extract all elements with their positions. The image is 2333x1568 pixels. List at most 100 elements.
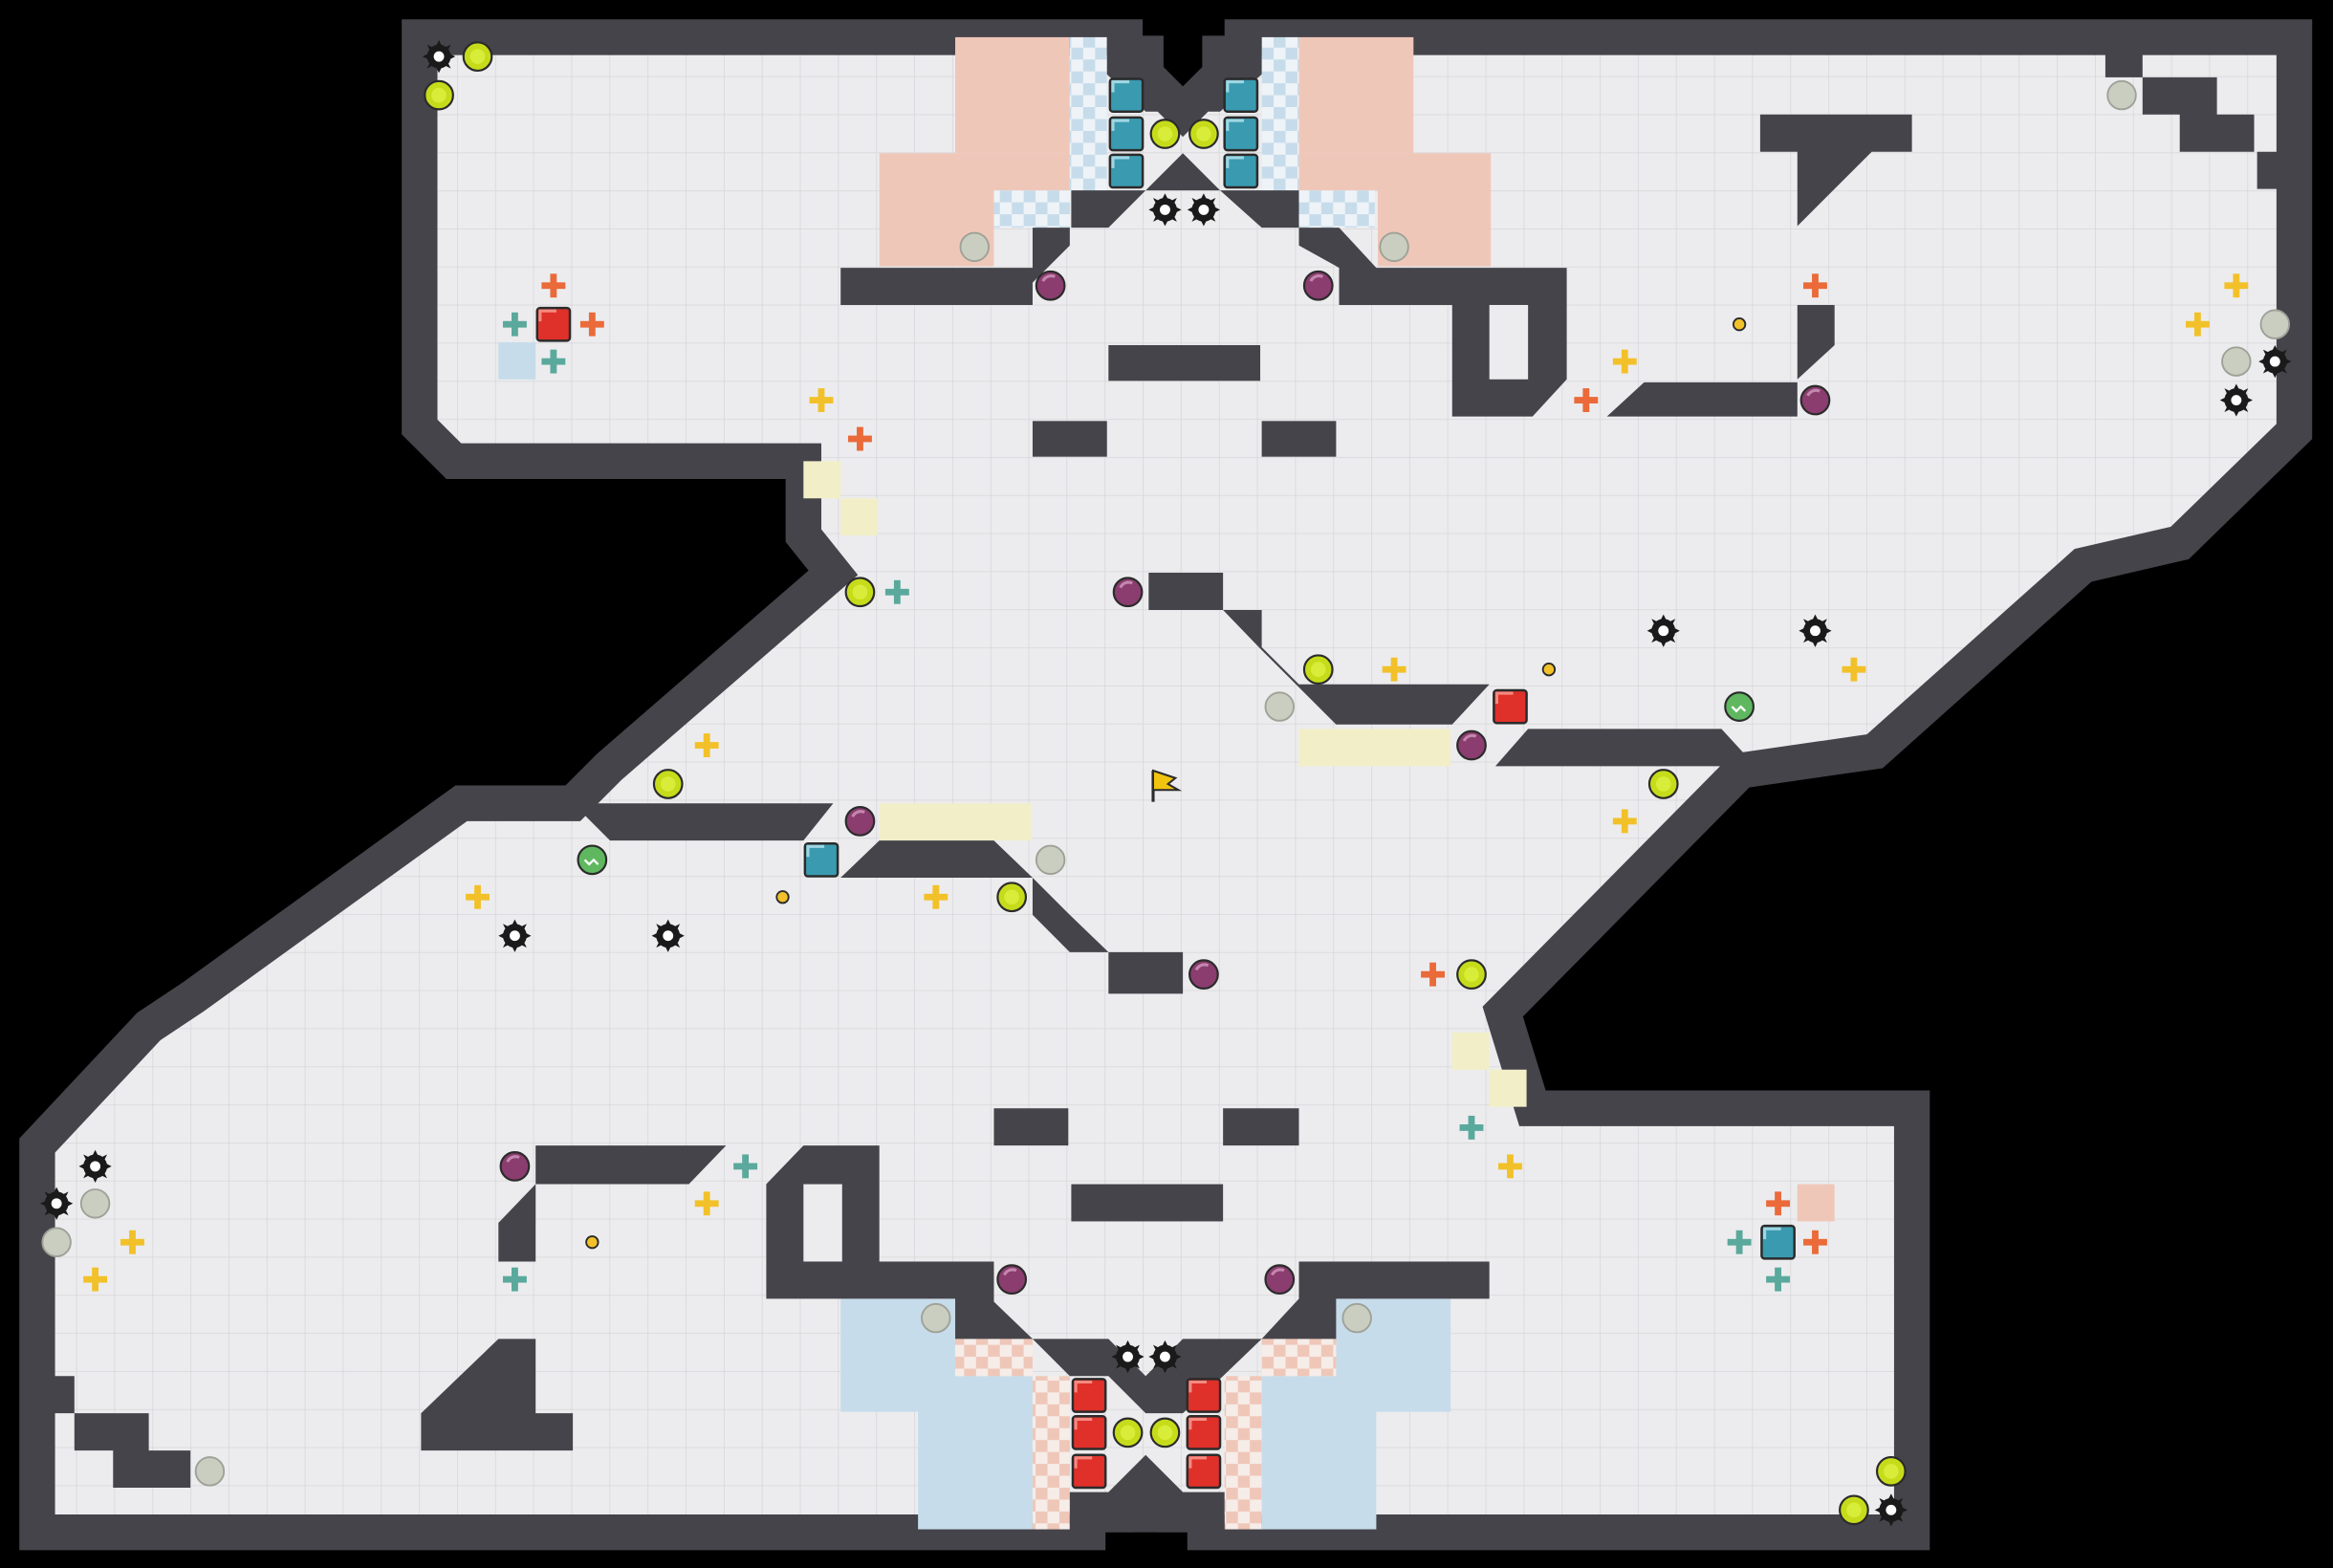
red-team-tile-icon [1186,1377,1222,1414]
mine-dot-icon[interactable] [1541,663,1557,677]
inactive-boost-icon [1341,1302,1372,1334]
wall-mid-right-ramp [1494,729,1756,767]
powerup-icon[interactable] [577,844,608,876]
bomb-icon[interactable] [499,1150,531,1183]
inner-walls [36,36,2295,1533]
spike-icon [1148,1339,1182,1374]
bomb-icon[interactable] [1035,270,1066,302]
spike-icon [651,919,685,952]
boost-icon[interactable] [462,41,493,72]
wall-right-ramp [1606,304,1835,417]
boost-icon[interactable] [1112,1417,1144,1448]
blue-zone [1261,1376,1377,1530]
spike-icon [422,40,456,74]
boost-icon[interactable] [1456,959,1487,991]
bomb-icon[interactable] [1112,576,1144,608]
wall-top-center [1071,153,1299,229]
red-team-tile-icon [1071,1414,1107,1451]
bottom-gap [1105,1532,1188,1568]
spike-icon [2258,344,2292,379]
spike-icon [2219,383,2253,417]
wall-top-right-t [1759,114,1912,227]
boost-icon[interactable] [996,882,1028,913]
boost-icon[interactable] [1302,654,1334,686]
neutral-zone [1451,1032,1490,1070]
inactive-boost-icon [921,1302,951,1334]
blue-team-tile-icon [1223,116,1259,152]
red-zone [1298,153,1378,191]
spike-icon [1874,1493,1908,1527]
wall-bottom-bar [1071,1184,1224,1222]
red-zone [1298,36,1414,154]
boost-icon[interactable] [424,79,454,111]
boost-icon[interactable] [1149,1417,1181,1448]
spike-icon [498,919,532,952]
inactive-boost-icon [2221,346,2252,377]
boost-icon[interactable] [1875,1455,1907,1487]
blue-zone [498,341,536,380]
wall-bottom-left-hook-inner [803,1184,842,1262]
powerup-icon[interactable] [1724,691,1755,723]
red-zone [1797,1184,1835,1222]
checker-zone [1032,1376,1070,1530]
bomb-icon[interactable] [1302,270,1335,302]
wall-bottom-center [1032,1339,1262,1414]
red-team-tile-icon [1071,1377,1107,1414]
neutral-zone [840,498,879,536]
neutral-zone [803,461,841,499]
blue-team-tile-icon [1223,153,1259,189]
checker-zone [1261,1339,1337,1377]
wall-bottom-left-ramp [535,1145,727,1185]
bomb-icon[interactable] [1263,1263,1296,1296]
boost-icon[interactable] [1647,769,1679,799]
wall-bottom-block-left [993,1108,1069,1146]
red-team-tile-icon [1071,1453,1107,1490]
inactive-boost-icon [1035,844,1066,876]
spike-icon [1148,193,1182,227]
red-team-tile-icon [1186,1414,1222,1451]
inactive-boost-icon [79,1188,111,1219]
red-zone [955,36,1070,154]
blue-team-tile-icon [1108,153,1145,189]
blue-team-tile-icon [1108,76,1145,114]
checker-zone [955,1339,1033,1377]
wall-mid-upper [1148,573,1490,725]
bomb-icon[interactable] [995,1263,1028,1296]
boost-icon[interactable] [1188,119,1219,149]
bomb-icon[interactable] [844,805,876,838]
wall-bottom-right-shelf [1261,1261,1490,1339]
wall-top-bar [1108,344,1261,381]
inactive-boost-icon [2259,309,2291,339]
neutral-zone [1489,1069,1527,1107]
bomb-icon[interactable] [1799,384,1831,416]
boost-icon[interactable] [652,769,684,799]
inactive-boost-icon [1264,691,1295,722]
mine-dot-icon[interactable] [1732,317,1747,332]
checker-zone [1224,1376,1262,1530]
checker-zone [993,190,1070,229]
neutral-zone [879,803,1032,841]
boost-icon[interactable] [1839,1494,1869,1526]
blue-team-tile-icon [803,841,839,879]
spike-icon [1187,193,1221,227]
spike-icon [1111,1339,1145,1374]
blue-team-tile-icon [1223,76,1259,114]
spike-icon [1799,614,1832,647]
bomb-icon[interactable] [1455,730,1488,761]
inactive-boost-icon [959,231,990,263]
boost-icon[interactable] [844,577,876,608]
mine-dot-icon[interactable] [585,1235,600,1250]
blue-team-tile-icon [1759,1224,1797,1260]
spike-icon [1646,614,1680,647]
boost-icon[interactable] [1149,119,1181,149]
mine-dot-icon[interactable] [775,890,790,904]
wall-bottom-wedge [1069,1454,1225,1533]
wall-bottom-block-right [1223,1108,1299,1146]
wall-top-block-right [1261,421,1337,457]
spike-icon [78,1149,112,1184]
blue-team-tile-icon [1108,116,1145,152]
bomb-icon[interactable] [1188,958,1220,991]
checker-zone [1069,36,1107,194]
yellow-flag-icon[interactable] [1151,769,1183,802]
